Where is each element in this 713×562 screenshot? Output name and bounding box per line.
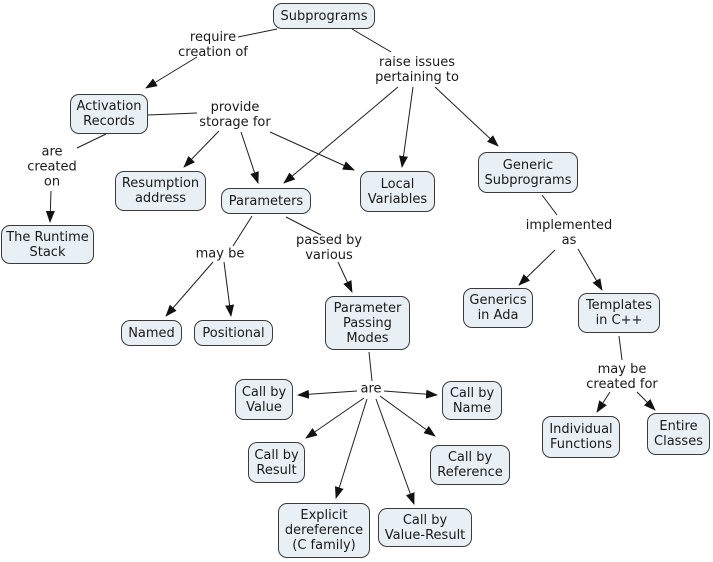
node-entire-classes[interactable]: Entire Classes	[647, 413, 710, 455]
link-label-require-creation-of[interactable]: require creation of	[178, 30, 248, 60]
node-parameter-passing-modes[interactable]: Parameter Passing Modes	[325, 296, 410, 350]
edge-raise-to-parameters	[283, 86, 399, 184]
link-label-passed-by-various[interactable]: passed by various	[295, 233, 363, 263]
node-call-by-result[interactable]: Call by Result	[248, 442, 305, 483]
edge-require-to-activation-records	[145, 56, 198, 89]
node-call-by-value-result[interactable]: Call by Value-Result	[378, 508, 472, 547]
node-generics-in-ada[interactable]: Generics in Ada	[463, 288, 533, 328]
link-label-are-created-on[interactable]: are created on	[27, 144, 77, 190]
edge-raise-to-local-variables	[399, 86, 414, 168]
edge-passedby-to-ppm	[337, 261, 353, 293]
edge-provide-to-resumption-address	[183, 130, 220, 168]
link-label-raise-issues-pertaining-to[interactable]: raise issues pertaining to	[375, 55, 459, 85]
edge-maybe-to-named	[165, 261, 214, 317]
edge-maybecreated-to-entire-classes	[636, 391, 656, 411]
edge-activation-to-provide-label	[147, 112, 198, 116]
link-label-provide-storage-for[interactable]: provide storage for	[199, 100, 271, 130]
node-generic-subprograms[interactable]: Generic Subprograms	[478, 152, 578, 193]
edge-are-to-call-by-value	[297, 389, 358, 399]
edge-implemented-to-templates-in-cpp	[577, 248, 603, 291]
node-individual-functions[interactable]: Individual Functions	[542, 416, 620, 458]
link-label-implemented-as[interactable]: implemented as	[525, 218, 613, 248]
node-call-by-name[interactable]: Call by Name	[442, 381, 502, 420]
node-named[interactable]: Named	[121, 320, 182, 346]
edge-raise-to-generic-subprograms	[434, 86, 499, 147]
edge-activation-to-created-label	[76, 133, 107, 149]
node-templates-in-cpp[interactable]: Templates in C++	[578, 293, 660, 333]
edge-are-to-call-by-reference	[379, 395, 436, 437]
edge-are-to-call-by-result	[305, 397, 365, 439]
node-local-variables[interactable]: Local Variables	[360, 171, 435, 212]
link-label-may-be-created-for[interactable]: may be created for	[586, 362, 658, 392]
node-call-by-reference[interactable]: Call by Reference	[430, 445, 510, 485]
edge-are-to-explicit-dereference	[334, 398, 368, 499]
node-subprograms[interactable]: Subprograms	[273, 3, 375, 29]
edge-subprograms-to-raise-label	[351, 28, 392, 53]
edge-subprograms-to-require-label	[237, 28, 278, 38]
edge-templates-to-maybecreated-label	[618, 335, 623, 361]
edge-ppm-to-are-label	[368, 351, 373, 382]
edge-parameters-to-maybe-label	[232, 215, 253, 247]
edge-are-to-call-by-value-result	[375, 398, 415, 505]
edge-provide-to-local-variables	[269, 131, 355, 171]
edge-created-to-runtime-stack	[45, 190, 55, 223]
edge-genericsub-to-implemented-label	[541, 194, 558, 216]
node-positional[interactable]: Positional	[194, 320, 273, 346]
edge-provide-to-parameters	[240, 131, 259, 184]
edge-parameters-to-passedby-label	[285, 216, 322, 236]
edge-maybe-to-positional	[223, 261, 235, 317]
node-runtime-stack[interactable]: The Runtime Stack	[1, 225, 94, 264]
link-label-are[interactable]: are	[360, 381, 382, 397]
node-resumption-address[interactable]: Resumption address	[115, 171, 206, 211]
node-activation-records[interactable]: Activation Records	[70, 94, 148, 134]
link-label-may-be[interactable]: may be	[195, 246, 245, 262]
edge-are-to-call-by-name	[383, 389, 438, 399]
edge-maybecreated-to-individual-functions	[596, 391, 611, 413]
node-explicit-dereference[interactable]: Explicit dereference (C family)	[278, 503, 370, 558]
node-call-by-value[interactable]: Call by Value	[235, 379, 293, 420]
node-parameters[interactable]: Parameters	[221, 188, 311, 214]
edge-implemented-to-generics-in-ada	[518, 249, 556, 286]
